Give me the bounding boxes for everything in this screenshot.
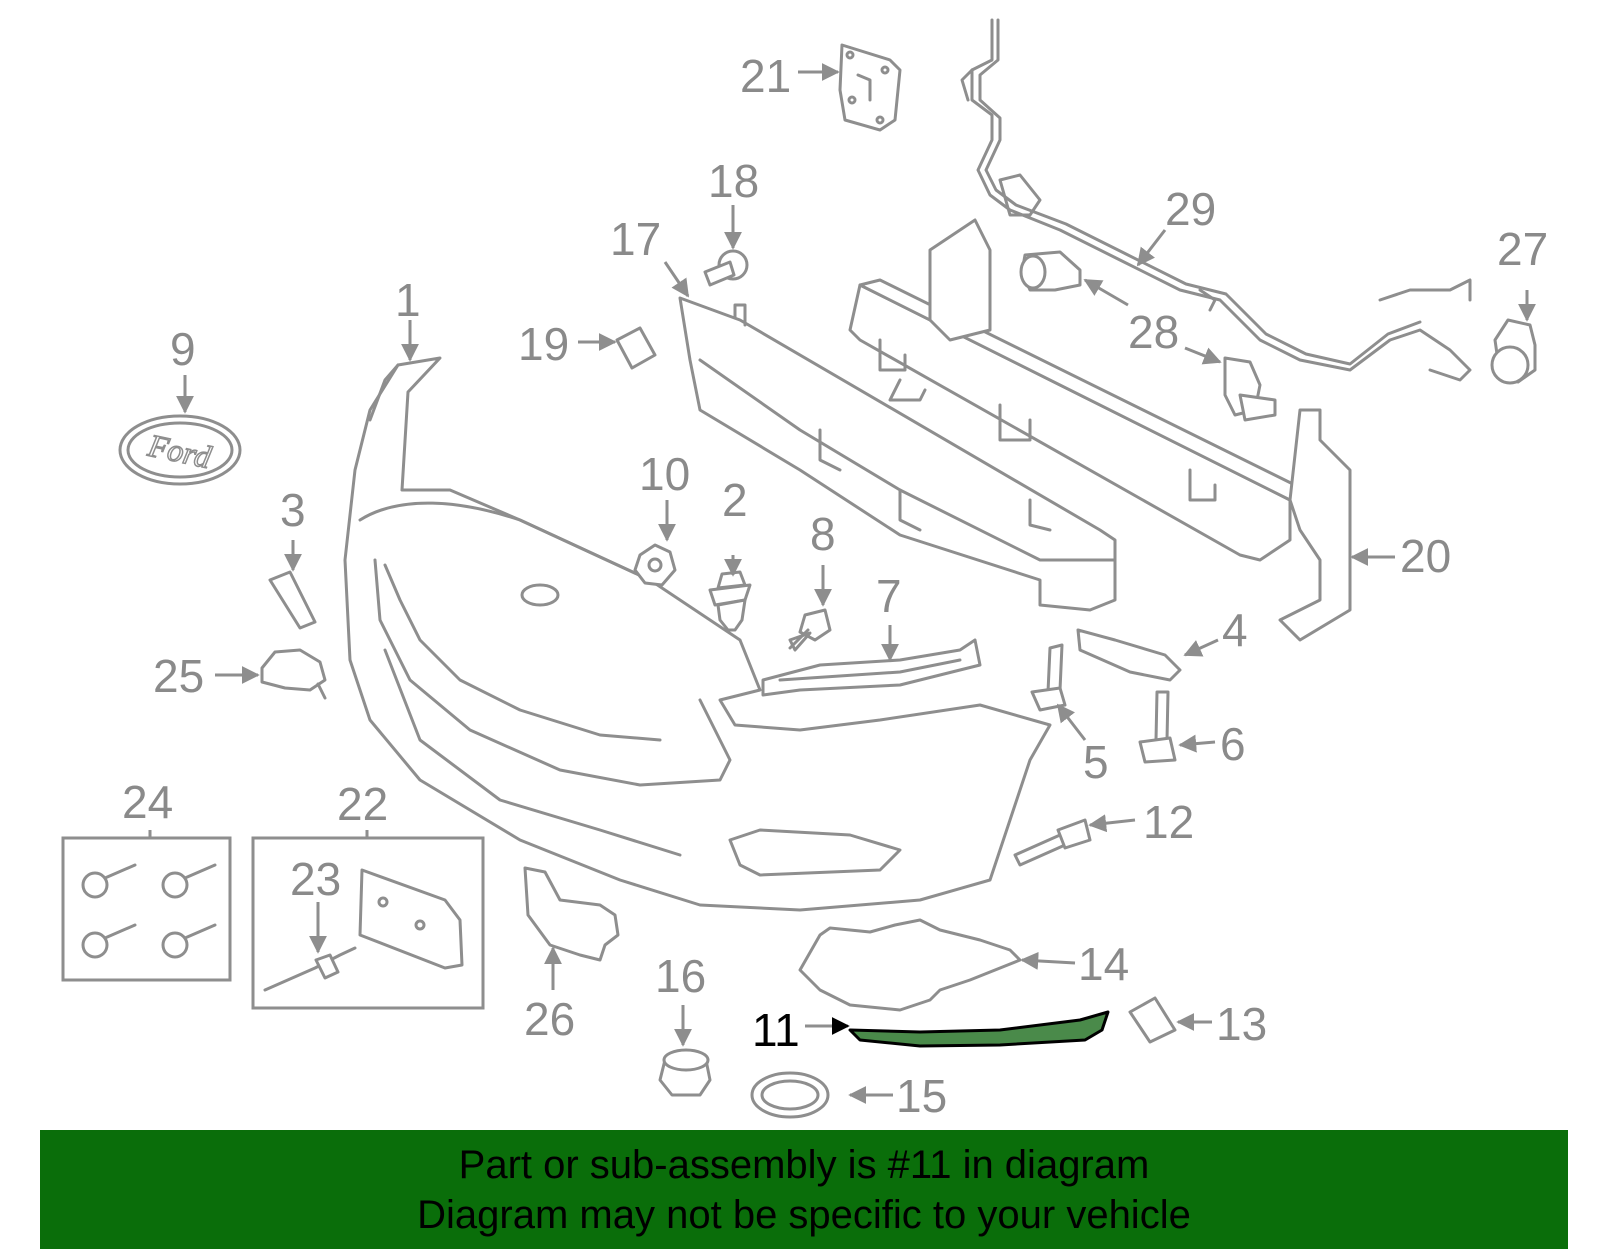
callout-1: 1 (395, 274, 421, 326)
callout-25: 25 (153, 650, 204, 702)
part-26-bracket (523, 866, 620, 962)
part-13-pad (1128, 996, 1177, 1044)
part-27-sensor (1490, 318, 1537, 385)
callout-28: 28 (1128, 306, 1179, 358)
callout-20: 20 (1400, 530, 1451, 582)
callout-16: 16 (655, 950, 706, 1002)
part-25-clip (260, 648, 327, 700)
callout-10: 10 (639, 448, 690, 500)
part-19-pad (615, 326, 657, 370)
callout-9: 9 (170, 323, 196, 375)
part-2-retainer (708, 570, 752, 632)
part-24-screw-kit (61, 836, 232, 982)
part-14-deflector (798, 918, 1022, 1012)
callout-8: 8 (810, 508, 836, 560)
part-20-bumper-reinforcement (848, 218, 1352, 642)
callout-14: 14 (1078, 938, 1129, 990)
part-17-energy-absorber (678, 296, 1117, 612)
banner-line-2: Diagram may not be specific to your vehi… (417, 1193, 1191, 1237)
part-3-cover (268, 570, 317, 630)
part-5-bolt (1030, 643, 1067, 712)
callout-27: 27 (1497, 223, 1548, 275)
banner-line-1: Part or sub-assembly is #11 in diagram (458, 1143, 1150, 1187)
part-6-bolt (1138, 690, 1177, 764)
part-18-push-pin (703, 249, 749, 287)
part-29-wiring-harness (960, 18, 1472, 382)
callout-15: 15 (896, 1070, 947, 1122)
part-9-ford-emblem: Ford (118, 414, 242, 486)
callout-4: 4 (1222, 604, 1248, 656)
part-28-parking-sensor (1019, 250, 1277, 422)
part-7-bracket (761, 638, 982, 697)
callout-2: 2 (722, 474, 748, 526)
callout-29: 29 (1165, 183, 1216, 235)
part-4-bracket (1076, 628, 1182, 682)
part-10-nut (633, 543, 677, 587)
callout-3: 3 (280, 484, 306, 536)
part-16-clip (658, 1048, 712, 1097)
callout-12: 12 (1143, 796, 1194, 848)
callout-5: 5 (1083, 736, 1109, 788)
callout-26: 26 (524, 993, 575, 1045)
part-8-bolt (788, 608, 832, 652)
callout-24: 24 (122, 776, 173, 828)
callout-11: 11 (752, 1004, 800, 1056)
callout-7: 7 (876, 570, 902, 622)
callout-21: 21 (740, 50, 791, 102)
callout-numbers: 1 2 3 4 5 6 7 8 9 10 11 12 13 14 15 16 1… (122, 50, 1548, 1122)
part-21-bracket (838, 43, 902, 132)
callout-13: 13 (1216, 998, 1267, 1050)
part-11-molding-highlighted (848, 1010, 1110, 1048)
leader-lines (148, 63, 1536, 1104)
callout-19: 19 (518, 318, 569, 370)
callout-22: 22 (337, 778, 388, 830)
part-12-pin (1013, 818, 1092, 867)
part-15-bezel (750, 1071, 830, 1119)
callout-18: 18 (708, 155, 759, 207)
info-banner: Part or sub-assembly is #11 in diagram D… (40, 1130, 1568, 1249)
part-22-bracket-kit (251, 836, 485, 1010)
part-1-bumper-cover (343, 356, 1052, 912)
callout-17: 17 (610, 213, 661, 265)
callout-6: 6 (1220, 718, 1246, 770)
callout-23: 23 (290, 853, 341, 905)
